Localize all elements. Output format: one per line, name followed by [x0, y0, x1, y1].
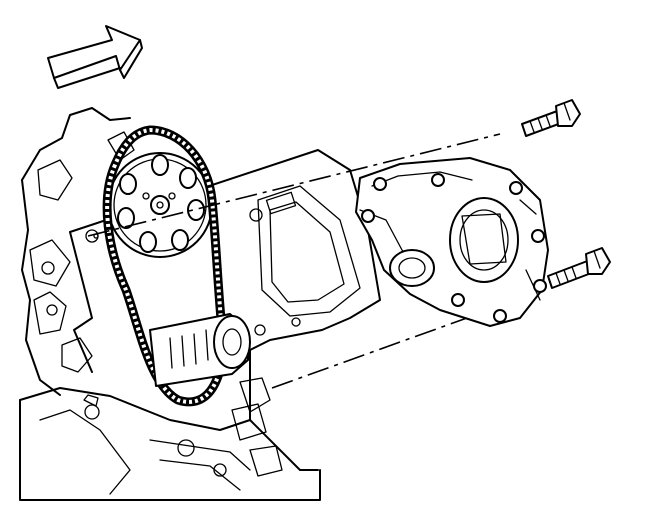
bolt: [521, 99, 581, 137]
engine-block: [19, 107, 381, 501]
camshaft-sprocket: [107, 152, 213, 258]
oil-pump: [355, 157, 549, 327]
crankshaft-sprocket: [149, 313, 251, 387]
bolt: [547, 247, 611, 289]
direction-arrow: [47, 25, 143, 89]
